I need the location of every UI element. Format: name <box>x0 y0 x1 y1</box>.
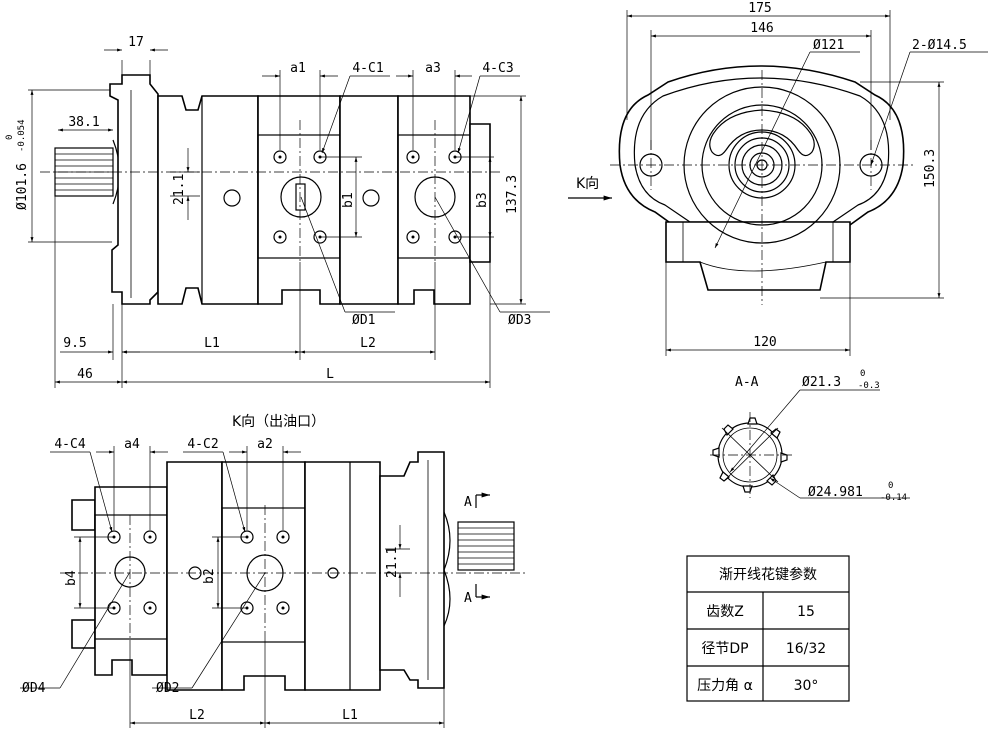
section-aa-view: A-A Ø21.3 0 -0.3 Ø24.981 0 -0.14 <box>710 369 910 503</box>
tol-phi21-3-upper: 0 <box>860 369 865 379</box>
label-d2: ØD2 <box>156 681 179 696</box>
spline-parameter-table: 渐开线花键参数 齿数Z 15 径节DP 16/32 压力角 α 30° <box>686 555 850 702</box>
table-row-value: 15 <box>797 604 815 620</box>
dim-phi21-3: Ø21.3 <box>802 375 841 390</box>
dim-175: 175 <box>748 1 771 16</box>
dim-L2-top: L2 <box>360 336 376 351</box>
dim-b2: b2 <box>202 568 217 584</box>
label-d4: ØD4 <box>22 681 46 696</box>
section-mark-a-top: A <box>464 495 472 510</box>
dim-L1-top: L1 <box>204 336 220 351</box>
mounting-flange <box>109 74 159 305</box>
label-k-direction: K向 <box>576 176 599 192</box>
dim-9-5: 9.5 <box>63 336 86 351</box>
dim-46: 46 <box>77 367 93 382</box>
dim-a2: a2 <box>257 437 273 452</box>
dim-21-1-top: 21.1 <box>172 174 187 205</box>
dim-17: 17 <box>128 35 144 50</box>
dim-a4: a4 <box>124 437 140 452</box>
end-view: 175 146 Ø121 2-Ø14.5 150.3 120 K向 <box>568 1 988 356</box>
dim-38-1: 38.1 <box>68 115 99 130</box>
dim-phi24-981: Ø24.981 <box>808 485 863 500</box>
table-row-param: 压力角 α <box>697 678 753 694</box>
dim-b1: b1 <box>341 192 356 208</box>
dim-b4: b4 <box>64 570 79 586</box>
tol-phi24-981-lower: -0.14 <box>880 493 907 503</box>
top-side-view: 17 38.1 Ø101.6 0 -0.054 21.1 a1 4-C1 a3 … <box>5 35 550 388</box>
bottom-k-view: K向（出油口） <box>20 414 525 728</box>
port-block-1 <box>257 95 341 305</box>
k-view-title: K向（出油口） <box>232 414 325 430</box>
dim-a1: a1 <box>290 61 306 76</box>
dim-L2-bottom: L2 <box>189 708 205 723</box>
spline-section <box>710 412 792 498</box>
tol-phi24-981-upper: 0 <box>888 481 893 491</box>
dim-L: L <box>326 367 334 382</box>
dim-phi121: Ø121 <box>813 38 844 53</box>
label-4-c3: 4-C3 <box>482 61 513 76</box>
port-block-2 <box>397 95 471 305</box>
k-drive-shaft <box>443 511 515 627</box>
dim-b3: b3 <box>475 192 490 208</box>
label-d1: ØD1 <box>352 313 375 328</box>
dim-120: 120 <box>753 335 776 350</box>
table-row-value: 16/32 <box>786 641 826 657</box>
k-rear-cover <box>71 499 96 531</box>
dim-a3: a3 <box>425 61 441 76</box>
dim-146: 146 <box>750 21 773 36</box>
label-4-c1: 4-C1 <box>352 61 383 76</box>
table-row-param: 径节DP <box>701 641 748 657</box>
label-4-c2: 4-C2 <box>187 437 218 452</box>
dim-137-3: 137.3 <box>505 175 520 214</box>
dim-L1-bottom: L1 <box>342 708 358 723</box>
end-flange-outline <box>618 65 905 231</box>
section-mark-a-bottom: A <box>464 591 472 606</box>
tol-phi101-6-lower: -0.054 <box>17 119 27 152</box>
dim-21-1-bottom: 21.1 <box>385 547 400 578</box>
label-d3: ØD3 <box>508 313 531 328</box>
table-row-param: 齿数Z <box>706 604 744 620</box>
dim-150-3: 150.3 <box>923 149 938 188</box>
table-header: 渐开线花键参数 <box>719 566 817 583</box>
table-row-value: 30° <box>794 678 819 694</box>
dim-phi101-6: Ø101.6 <box>15 163 30 210</box>
label-4-c4: 4-C4 <box>54 437 85 452</box>
tol-phi101-6-upper: 0 <box>5 135 15 140</box>
k-body-front <box>304 461 381 691</box>
label-2-phi14-5: 2-Ø14.5 <box>912 38 967 53</box>
end-body-lower <box>665 221 851 291</box>
section-aa-title: A-A <box>735 375 759 390</box>
tol-phi21-3-lower: -0.3 <box>858 381 880 391</box>
